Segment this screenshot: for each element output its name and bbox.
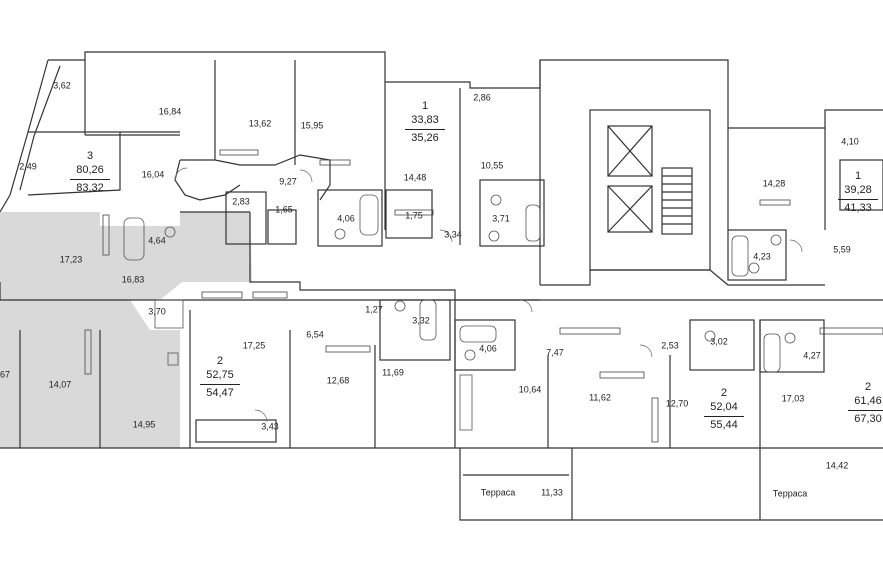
room-area: 12,70: [665, 398, 689, 409]
total-area: 55,44: [710, 419, 738, 431]
room-area: 3,43: [261, 421, 279, 432]
room-area: 3,70: [148, 306, 166, 317]
room-area: 17,25: [242, 340, 266, 351]
room-area: 10,55: [480, 160, 504, 171]
room-area: 4,64: [148, 235, 166, 246]
room-count: 3: [86, 150, 94, 162]
room-area: 3,34: [444, 229, 462, 240]
room-area: 14,42: [825, 460, 849, 471]
room-area: 11,69: [382, 367, 404, 378]
total-area: 41,33: [844, 202, 872, 214]
apartment-summary[interactable]: 1 33,83 35,26: [405, 101, 445, 144]
room-area: 2,83: [232, 196, 250, 207]
room-area: 1,65: [275, 204, 293, 215]
room-count: 2: [864, 381, 872, 393]
room-area: 1,75: [405, 210, 423, 221]
room-area: 12,68: [326, 375, 350, 386]
room-area: 3,02: [710, 336, 728, 347]
apartment-summary[interactable]: 2 52,75 54,47: [200, 356, 240, 399]
living-area: 80,26: [70, 165, 110, 180]
apartment-summary[interactable]: 2 61,46 67,30: [848, 382, 883, 425]
room-area: 3,62: [53, 80, 71, 91]
room-area: 7,47: [546, 347, 564, 358]
walls: [0, 51, 883, 521]
apartment-summary[interactable]: 1 39,28 41,33: [838, 171, 878, 214]
room-area: 2,86: [473, 92, 491, 103]
room-area: 14,95: [132, 419, 156, 430]
room-count: 1: [854, 170, 862, 182]
room-area: 2,49: [19, 161, 37, 172]
room-count: 2: [216, 355, 224, 367]
living-area: 39,28: [838, 185, 878, 200]
room-area: 16,84: [158, 106, 182, 117]
room-area: 3,32: [412, 315, 430, 326]
room-area: 11,33: [541, 487, 563, 498]
terrace-label: Терраса: [480, 487, 516, 498]
total-area: 54,47: [206, 387, 234, 399]
room-area: 16,04: [141, 169, 165, 180]
room-area: 17,23: [59, 254, 83, 265]
total-area: 35,26: [411, 132, 439, 144]
room-area: 6,54: [306, 329, 324, 340]
room-area: 14,07: [48, 379, 72, 390]
room-area: 17,03: [781, 393, 805, 404]
room-area: 3,71: [492, 213, 510, 224]
room-area: 4,06: [337, 213, 355, 224]
bath-fixtures: [123, 194, 796, 431]
room-area: 14,28: [762, 178, 786, 189]
room-count: 1: [421, 100, 429, 112]
room-area: 2,53: [661, 340, 679, 351]
room-count: 2: [720, 387, 728, 399]
apartment-summary[interactable]: 2 52,04 55,44: [704, 388, 744, 431]
room-area: 14,48: [403, 172, 427, 183]
door-swings: [174, 167, 803, 423]
room-area: 11,62: [589, 392, 611, 403]
total-area: 67,30: [854, 413, 882, 425]
highlighted-apartment-zone: [0, 212, 252, 448]
room-area: 9,27: [279, 176, 297, 187]
living-area: 61,46: [848, 396, 883, 411]
total-area: 83,32: [76, 182, 104, 194]
room-area: 16,83: [121, 274, 145, 285]
room-area: 4,27: [803, 350, 821, 361]
apartment-summary[interactable]: 3 80,26 83,32: [70, 151, 110, 194]
living-area: 52,04: [704, 402, 744, 417]
room-area: 67: [0, 369, 11, 380]
room-area: 15,95: [300, 120, 324, 131]
room-area: 1,27: [365, 304, 383, 315]
window-marks: [84, 149, 883, 443]
room-area: 10,64: [518, 384, 542, 395]
room-area: 4,06: [479, 343, 497, 354]
room-area: 4,23: [753, 251, 771, 262]
terrace-label: Терраса: [772, 488, 808, 499]
room-area: 5,59: [833, 244, 851, 255]
living-area: 33,83: [405, 115, 445, 130]
room-area: 13,62: [248, 118, 272, 129]
living-area: 52,75: [200, 370, 240, 385]
room-area: 4,10: [841, 136, 859, 147]
